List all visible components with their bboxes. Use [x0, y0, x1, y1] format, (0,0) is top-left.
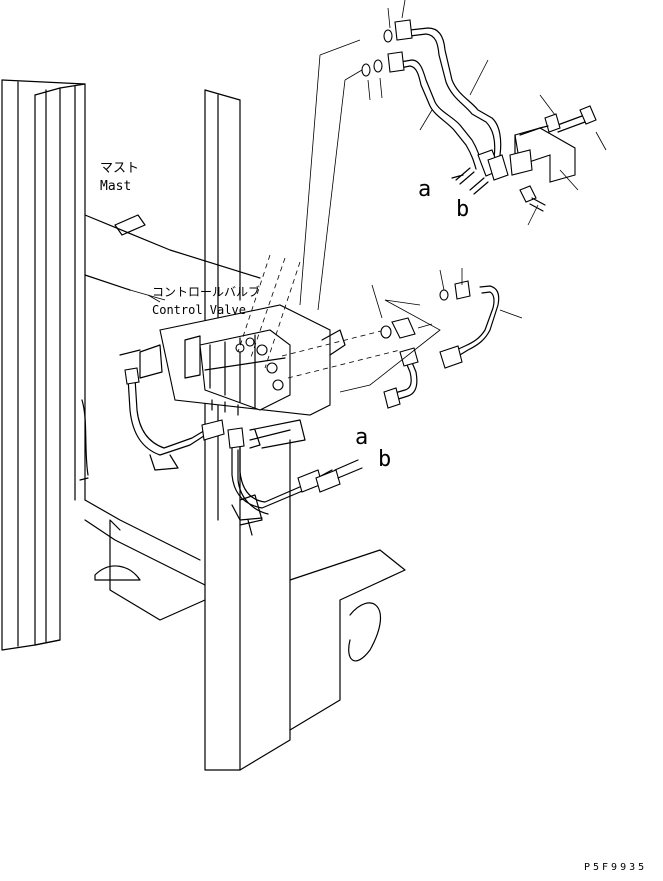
hose-left: [79, 349, 225, 481]
mast-label-en: Mast: [100, 179, 131, 194]
mast-cross-member: [84, 214, 261, 586]
callout-b-lower: b: [378, 447, 391, 472]
callout-b-upper: b: [456, 197, 469, 222]
callout-a-upper: a: [418, 177, 431, 202]
lower-pipe-assembly: [380, 280, 500, 409]
mast-column-left: [1, 79, 86, 651]
drawing-code: P5F9935: [584, 862, 647, 873]
carriage-frame: [94, 429, 406, 771]
mast-label-jp: マスト: [100, 161, 139, 176]
callout-a-lower: a: [355, 425, 368, 450]
hose-middle: [227, 427, 363, 536]
leader-lines: [129, 0, 607, 393]
upper-pipe-assembly: [361, 19, 509, 181]
mount-reference-lines: [237, 254, 401, 379]
mast-label: マスト Mast: [100, 161, 139, 194]
mast-column-right: [204, 89, 241, 521]
control-valve-label-jp: コントロールバルブ: [152, 284, 260, 299]
pipe-clamp-bracket: [451, 105, 597, 212]
control-valve: [199, 329, 291, 416]
control-valve-label: コントロールバルブ Control Valve: [152, 284, 260, 317]
control-valve-label-en: Control Valve: [152, 303, 246, 317]
